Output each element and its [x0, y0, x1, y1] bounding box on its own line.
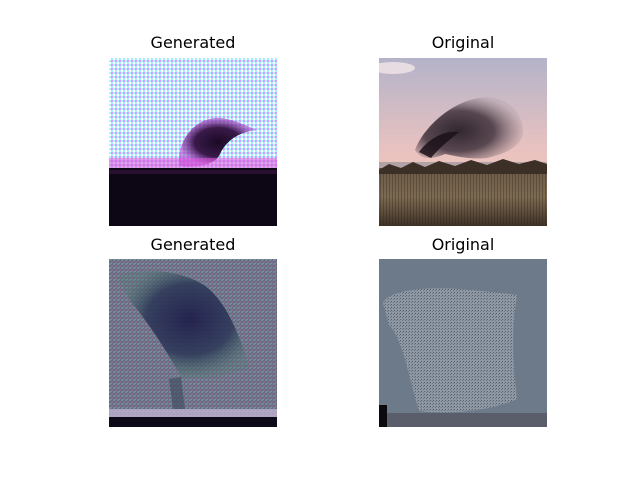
generated-image-bottom: [109, 259, 277, 427]
generated-image-top: [109, 58, 277, 226]
original-image-top: [379, 58, 547, 226]
panel-title-generated-bottom: Generated: [150, 235, 236, 254]
panel-title-generated-top: Generated: [150, 33, 236, 52]
original-image-bottom: [379, 259, 547, 427]
panel-title-original-top: Original: [431, 33, 495, 52]
panel-title-original-bottom: Original: [431, 235, 495, 254]
